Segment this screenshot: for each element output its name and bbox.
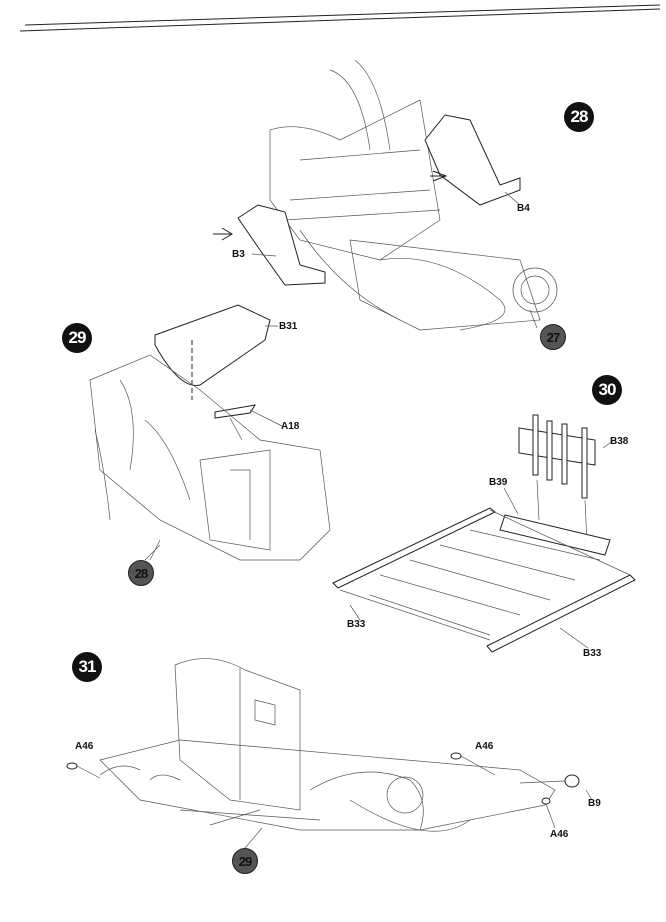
step-29-reference-badge: 29 <box>232 848 258 874</box>
step-29-badge: 29 <box>62 323 92 353</box>
part-label-a46: A46 <box>475 741 494 752</box>
part-label-a18: A18 <box>281 421 300 432</box>
step-27-reference-badge: 27 <box>540 324 566 350</box>
step-28-drawing <box>213 59 558 331</box>
step-29-drawing <box>89 304 331 561</box>
header-rules <box>19 4 661 32</box>
step-31-drawing <box>66 658 593 849</box>
part-label-b33: B33 <box>583 648 602 659</box>
step-number: 29 <box>68 328 87 347</box>
reference-number: 27 <box>546 329 561 345</box>
part-label-b39: B39 <box>489 477 508 488</box>
step-30-badge: 30 <box>592 375 622 405</box>
part-label-b4: B4 <box>517 203 530 214</box>
reference-number: 28 <box>134 565 149 581</box>
part-label-b9: B9 <box>588 798 601 809</box>
step-28-badge: 28 <box>564 102 594 132</box>
part-label-b38: B38 <box>610 436 629 447</box>
part-label-b31: B31 <box>279 321 298 332</box>
step-number: 31 <box>78 657 97 676</box>
step-30-drawing <box>332 414 636 653</box>
part-label-b33: B33 <box>347 619 366 630</box>
step-number: 28 <box>570 107 589 126</box>
part-label-a46: A46 <box>550 829 569 840</box>
step-28-reference-badge: 28 <box>128 560 154 586</box>
part-label-b3: B3 <box>232 249 245 260</box>
step-number: 30 <box>598 380 617 399</box>
step-31-badge: 31 <box>72 652 102 682</box>
part-label-a46: A46 <box>75 741 94 752</box>
reference-number: 29 <box>238 853 253 869</box>
